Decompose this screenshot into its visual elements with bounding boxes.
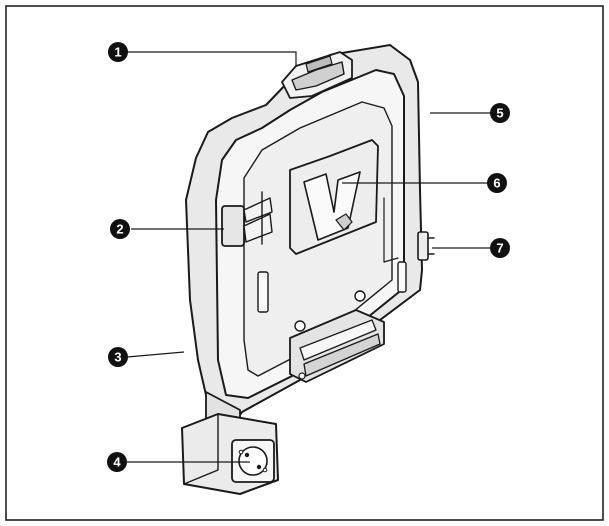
callout-4-disc [107,452,127,472]
leader-lines [126,51,491,463]
figure-frame [5,5,604,521]
right-slot [397,261,407,293]
side-connector [417,231,435,261]
mount-hole-2 [354,290,366,302]
callout-6-number: 6 [493,176,500,191]
callout-5-disc [490,103,510,123]
release-latch [281,51,353,99]
left-slot [257,271,269,313]
callout-3: 3 [108,347,128,367]
terminal-block [289,309,385,383]
battery-adaptor-illustration [181,44,435,495]
callout-2-number: 2 [116,222,123,237]
callout-2: 2 [110,219,130,239]
callout-4: 4 [107,452,127,472]
callout-7-disc [490,238,510,258]
side-clip [221,191,273,247]
dc-input-box [181,413,279,495]
callout-3-disc [108,347,128,367]
callout-7: 7 [490,238,510,258]
callout-1: 1 [108,42,128,62]
plate-line [383,197,399,263]
callout-6-disc [487,173,507,193]
callout-7-number: 7 [496,241,503,256]
callout-2-disc [110,219,130,239]
callout-6: 6 [487,173,507,193]
v-mount-plate [289,139,379,255]
callout-1-number: 1 [114,45,121,60]
mount-hole-1 [294,320,306,332]
leader-3 [126,351,185,358]
callout-3-number: 3 [114,350,121,365]
callout-1-disc [108,42,128,62]
callout-5-number: 5 [496,106,503,121]
leader-1 [127,51,297,66]
callout-4-number: 4 [113,455,121,470]
callout-5: 5 [490,103,510,123]
